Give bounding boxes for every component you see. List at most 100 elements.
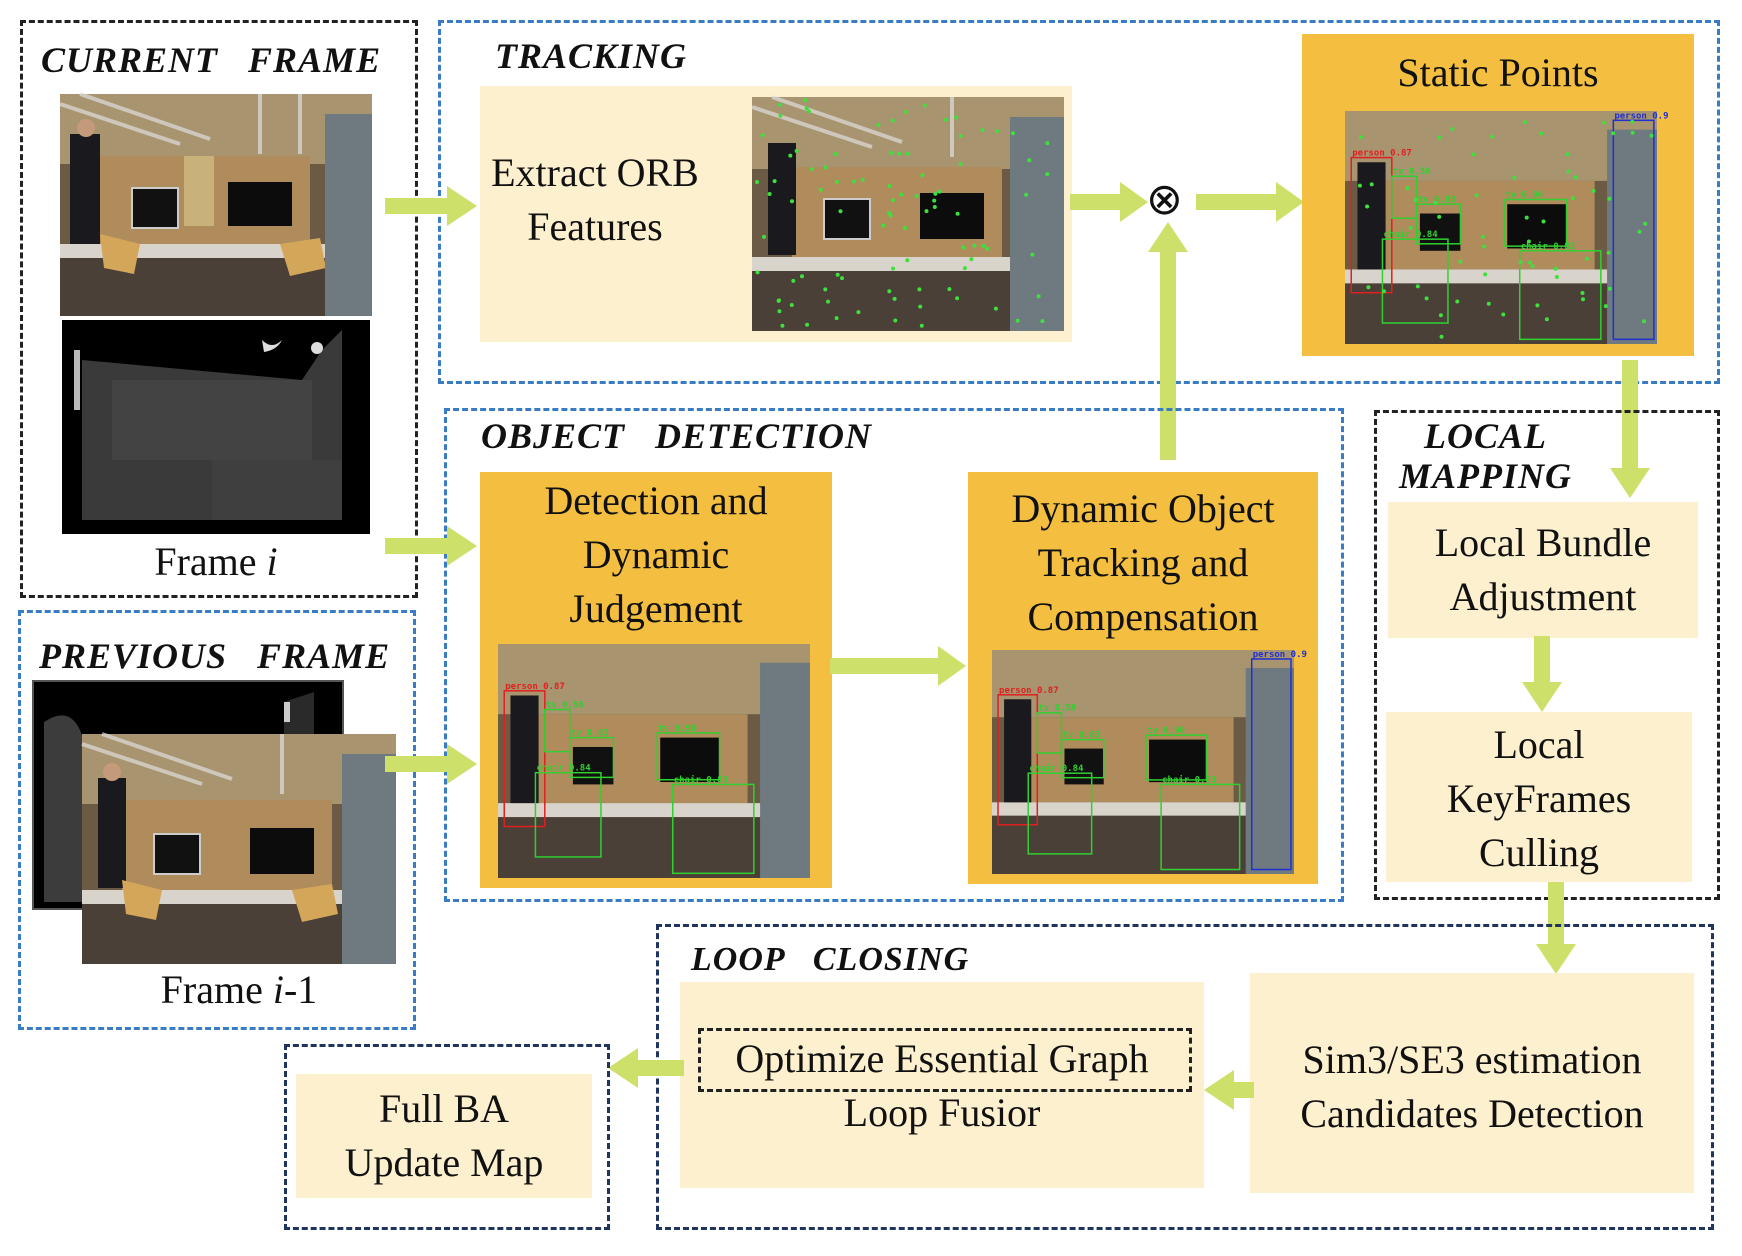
static-keypoint [1455, 299, 1460, 304]
orb-keypoint [823, 165, 828, 170]
static-points-label: Static Points [1397, 50, 1599, 95]
orb-keypoint [1040, 319, 1045, 324]
orb-keypoint [937, 189, 942, 194]
bounding-box [1381, 238, 1449, 324]
orb-keypoint [856, 310, 861, 315]
extract-orb-label: Extract ORB Features [491, 150, 699, 249]
orb-keypoint [887, 289, 892, 294]
arrow-culling-to-loop [1536, 882, 1576, 974]
depth-map-image [62, 320, 370, 534]
static-keypoint [1642, 319, 1647, 324]
orb-keypoint [892, 296, 897, 301]
orb-keypoint [890, 118, 895, 123]
detection-label: person 0.87 [999, 686, 1059, 696]
static-keypoint [1369, 182, 1374, 187]
orb-keypoint [804, 106, 809, 111]
static-keypoint [1630, 130, 1635, 135]
orb-keypoint [835, 179, 839, 184]
detection-label: chair 0.83 [1162, 774, 1216, 785]
arrow-current-to-tracking [385, 186, 477, 226]
static-keypoint [1554, 275, 1559, 279]
detection-label: chair 0.84 [536, 763, 591, 774]
bounding-box [569, 736, 615, 779]
detection-judgement-label: Detection and Dynamic Judgement [544, 478, 768, 631]
previous-frame-group: PREVIOUS FRAME [18, 610, 416, 1030]
orb-keypoint [905, 151, 910, 156]
detection-label: chair 0.83 [1521, 241, 1575, 252]
loop-closing-group: LOOP CLOSING [656, 924, 1714, 1230]
static-keypoint [1607, 196, 1612, 201]
static-keypoint [1527, 260, 1532, 265]
orb-keypoint [1011, 131, 1015, 136]
static-keypoint [1474, 193, 1479, 198]
orb-keypoint [903, 225, 908, 230]
orb-keypoint [1030, 252, 1035, 257]
previous-frame-title: PREVIOUS FRAME [39, 636, 391, 676]
orb-keypoint [800, 274, 804, 279]
static-keypoint [1566, 169, 1571, 174]
orb-keypoint [955, 211, 960, 216]
orb-keypoint [1036, 294, 1041, 299]
orb-keypoint [985, 246, 990, 251]
static-keypoint [1581, 297, 1585, 302]
orb-keypoint [762, 234, 766, 239]
orb-keypoint [1045, 141, 1050, 146]
orb-keypoint [904, 109, 909, 114]
static-keypoint [1437, 214, 1442, 219]
static-keypoint [1541, 219, 1546, 224]
orb-features-image [751, 95, 1064, 331]
office-scene-image [81, 732, 396, 964]
static-keypoint [1366, 285, 1371, 290]
orb-keypoint [924, 209, 929, 214]
orb-keypoint [803, 98, 808, 103]
orb-keypoint [980, 128, 985, 133]
orb-keypoint [772, 179, 777, 184]
multiply-operator-icon: ⊗ [1146, 174, 1183, 225]
static-keypoint [1501, 312, 1506, 317]
full-ba-box: Full BA Update Map [296, 1074, 592, 1198]
bounding-box [1518, 250, 1602, 341]
static-keypoint [1512, 175, 1517, 180]
orb-keypoint [852, 179, 856, 184]
local-mapping-title: LOCAL MAPPING [1399, 416, 1573, 496]
orb-keypoint [835, 272, 840, 277]
orb-keypoint [776, 298, 781, 303]
orb-keypoint [947, 287, 952, 292]
static-keypoint [1518, 260, 1523, 265]
orb-keypoint [972, 243, 977, 248]
keyframes-culling-label: Local KeyFrames Culling [1446, 722, 1632, 875]
keyframes-culling-box: Local KeyFrames Culling [1386, 712, 1692, 882]
static-keypoint [1535, 303, 1540, 308]
loop-fusion-box: Optimize Essential Graph Loop Fusior [680, 982, 1204, 1188]
orb-keypoint [810, 167, 814, 172]
optimize-graph-box [698, 1028, 1192, 1092]
detection-label: person 0.87 [1352, 149, 1412, 159]
orb-keypoint [823, 287, 828, 292]
orb-keypoint [881, 223, 886, 228]
orb-keypoint [767, 192, 772, 196]
static-keypoint [1539, 131, 1544, 136]
detection-label: tv 0.90 [1147, 726, 1185, 736]
local-ba-box: Local Bundle Adjustment [1388, 502, 1698, 638]
detection-label: chair 0.84 [1383, 229, 1438, 240]
orb-keypoint [887, 211, 892, 215]
full-ba-group [284, 1044, 610, 1230]
orb-keypoint [958, 134, 963, 138]
static-keypoint [1408, 225, 1413, 230]
static-keypoint [1573, 175, 1578, 180]
static-keypoint [1637, 229, 1642, 234]
static-keypoint [1405, 186, 1410, 191]
detection-label: person 0.9 [1614, 111, 1668, 121]
static-keypoint [1580, 291, 1585, 295]
static-keypoint [1486, 301, 1491, 306]
orb-keypoint [1027, 158, 1032, 163]
static-keypoint [1522, 120, 1527, 125]
orb-keypoint [932, 205, 937, 209]
bounding-box [1391, 175, 1418, 219]
orb-keypoint [755, 180, 760, 184]
previous-rgb-image [81, 732, 396, 964]
static-keypoint [1480, 234, 1485, 239]
